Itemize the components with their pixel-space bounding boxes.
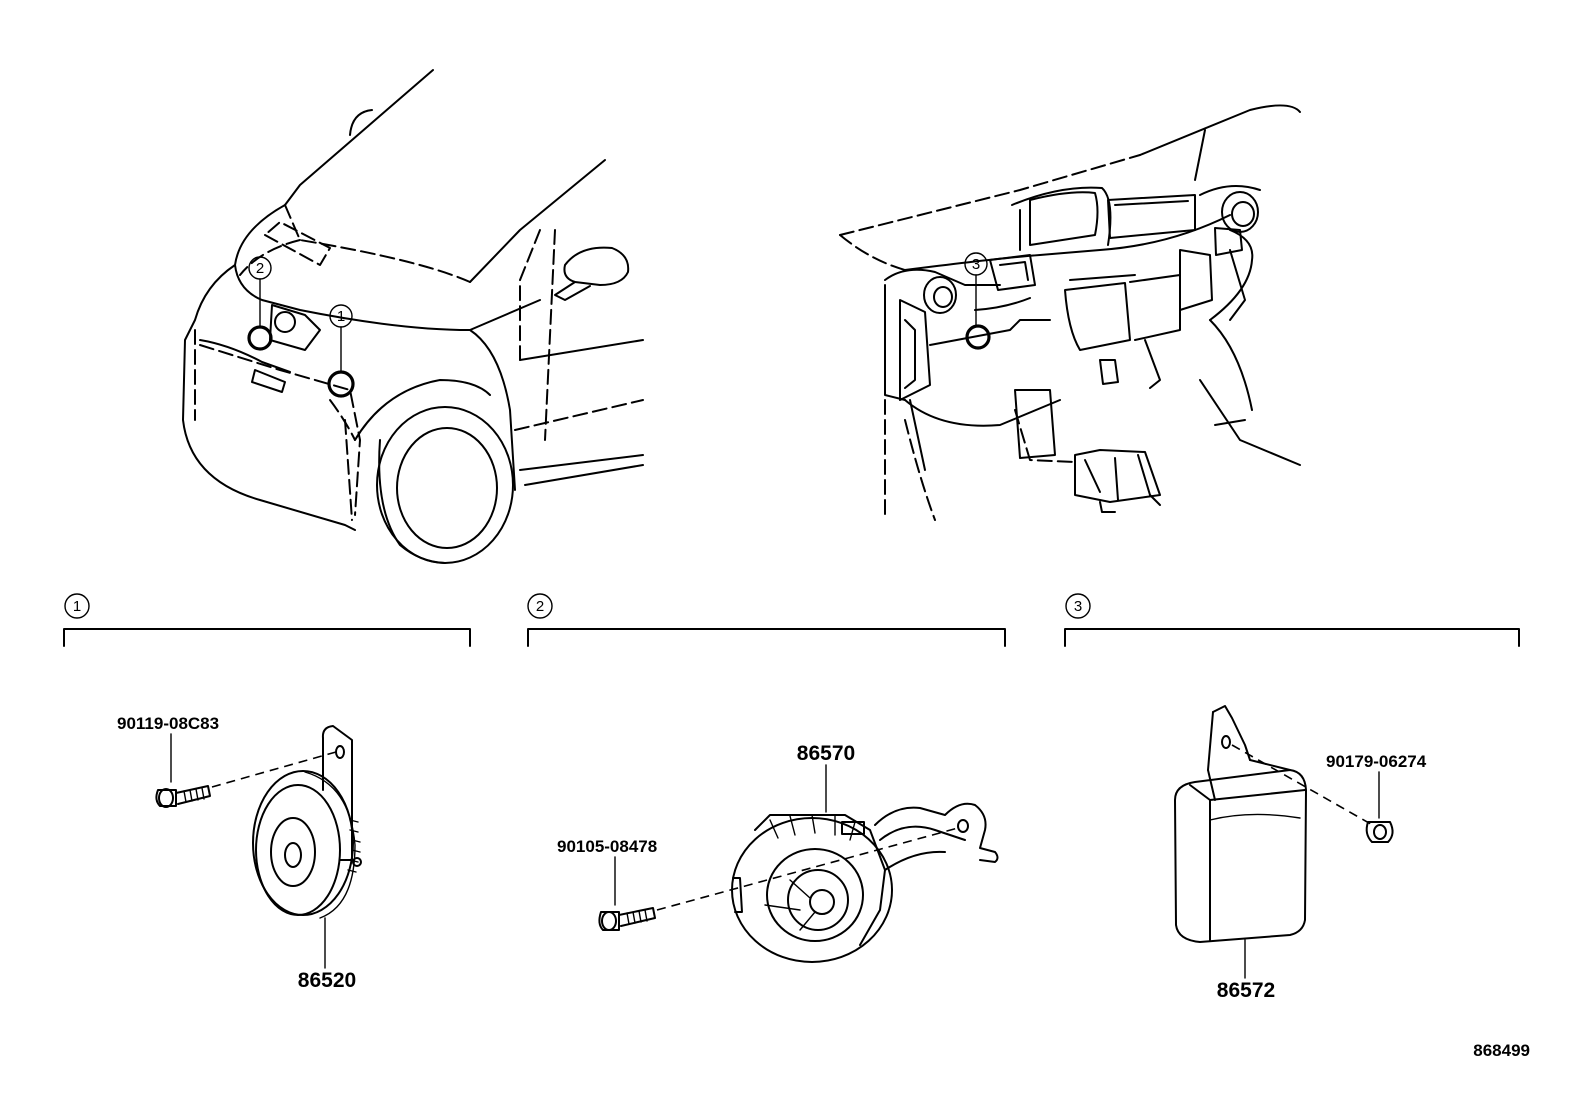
section-3-header: 3	[1064, 593, 1520, 647]
part-number-90179-06274: 90179-06274	[1326, 752, 1427, 771]
section-3-parts: 86572 90179-06274	[1174, 705, 1427, 1002]
part-number-86572: 86572	[1217, 979, 1275, 1002]
part-number-90105-08478: 90105-08478	[557, 837, 657, 856]
nut-icon	[1365, 821, 1394, 843]
callout-3-label: 3	[972, 256, 980, 273]
part-number-86520: 86520	[298, 969, 356, 992]
section-3-index: 3	[1074, 598, 1082, 615]
bolt-icon	[598, 907, 656, 931]
callout-2-front: 2	[247, 256, 273, 351]
callout-3-dash: 3	[964, 252, 991, 350]
control-unit-86572-icon	[1174, 705, 1307, 943]
bolt-icon	[155, 785, 211, 808]
section-2-header: 2	[527, 593, 1006, 647]
callout-2-label: 2	[256, 260, 264, 277]
dashboard-interior-illustration	[839, 104, 1301, 521]
figure-reference-number: 868499	[1473, 1041, 1530, 1060]
callout-1-label: 1	[337, 308, 345, 325]
callout-1-front: 1	[327, 304, 355, 398]
section-1-parts: 90119-08C83 86520	[117, 714, 362, 992]
horn-86520-icon	[252, 770, 362, 919]
section-2-parts: 86570 90105-08478	[557, 742, 999, 963]
part-number-86570: 86570	[797, 742, 855, 765]
vehicle-front-illustration	[182, 69, 644, 564]
horn-86570-icon	[731, 814, 893, 963]
part-number-90119-08C83: 90119-08C83	[117, 714, 219, 733]
section-1-index: 1	[73, 598, 81, 615]
section-2-index: 2	[536, 598, 544, 615]
section-1-header: 1	[63, 593, 471, 647]
